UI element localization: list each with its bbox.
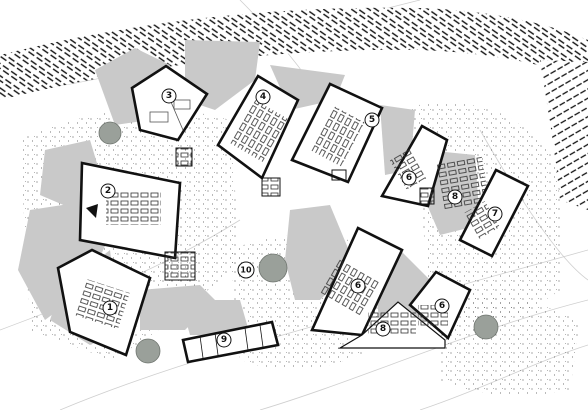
building-3-label: 3 [161, 88, 177, 104]
area-8-second-label: 8 [375, 321, 391, 337]
tree [258, 253, 288, 283]
svg-text:5: 5 [369, 115, 375, 125]
svg-text:6: 6 [406, 173, 412, 183]
svg-text:4: 4 [260, 92, 266, 102]
svg-text:2: 2 [105, 186, 111, 196]
svg-text:10: 10 [240, 266, 252, 275]
svg-text:6: 6 [439, 301, 445, 311]
building-1 [56, 248, 196, 357]
svg-text:1: 1 [107, 303, 113, 313]
building-2-label: 2 [100, 183, 116, 199]
building-5-label: 5 [364, 112, 380, 128]
tree [98, 121, 122, 145]
building-4 [216, 74, 300, 197]
building-6-upper-label: 6 [401, 170, 417, 186]
building-1-label: 1 [102, 300, 118, 316]
building-5 [290, 82, 384, 184]
building-7-label: 7 [487, 206, 503, 222]
svg-text:6: 6 [355, 281, 361, 291]
svg-text:8: 8 [380, 324, 386, 334]
forest-band [0, 7, 588, 210]
building-10-label: 10 [237, 261, 255, 279]
tree [473, 314, 499, 340]
tree [135, 338, 161, 364]
svg-text:9: 9 [221, 335, 227, 345]
building-6-upper [379, 124, 449, 208]
trees [98, 121, 499, 364]
building-6-small-label: 6 [434, 298, 450, 314]
svg-text:8: 8 [452, 192, 458, 202]
area-8-label: 8 [447, 189, 463, 205]
building-6-large-label: 6 [350, 278, 366, 294]
svg-text:7: 7 [492, 209, 498, 219]
building-labels: 1 2 3 4 5 6 6 6 [100, 88, 503, 348]
svg-text:3: 3 [166, 91, 172, 101]
building-9-label: 9 [216, 332, 232, 348]
building-4-label: 4 [255, 89, 271, 105]
